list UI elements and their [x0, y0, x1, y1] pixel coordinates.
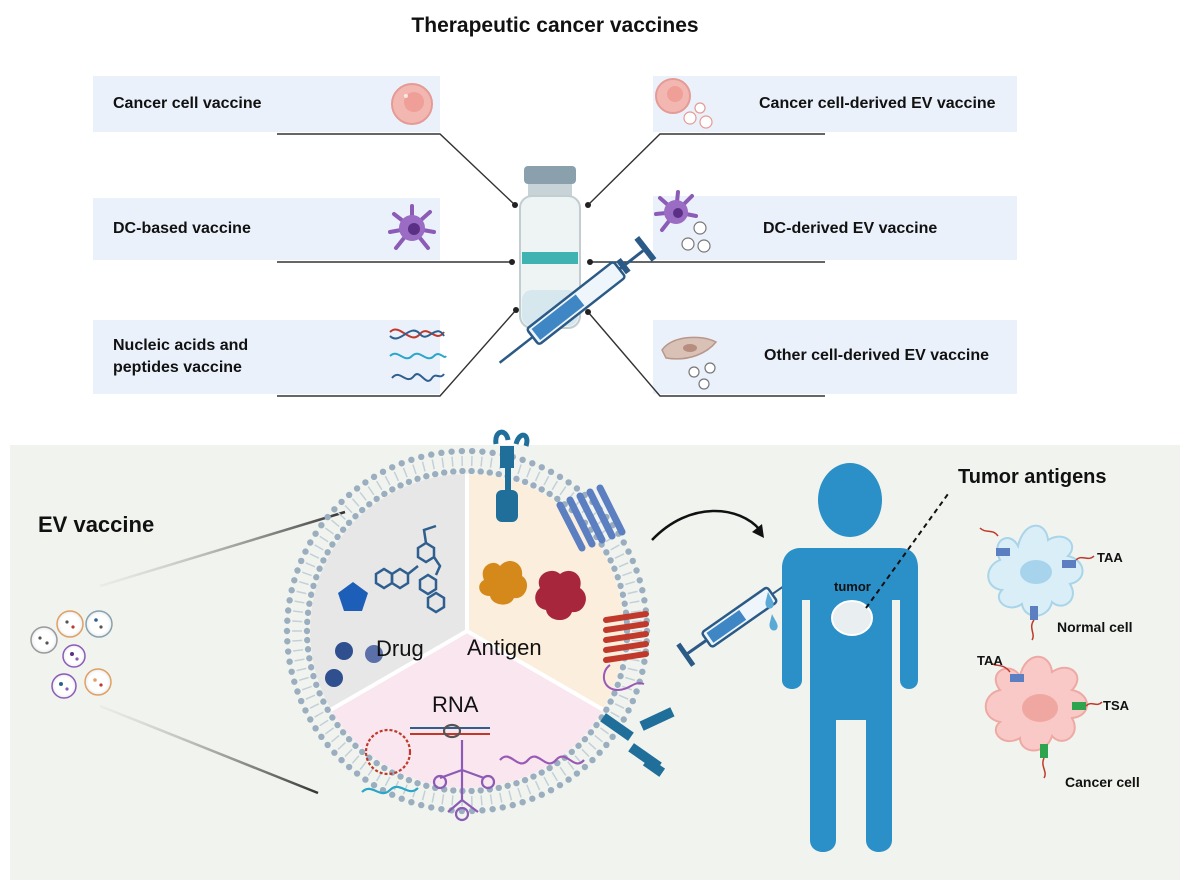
card-label: DC-based vaccine — [113, 220, 251, 237]
card-cancer-cell-vaccine: Cancer cell vaccine — [93, 76, 440, 132]
drug-molecules-icon — [325, 524, 446, 687]
card-label-line2: peptides vaccine — [113, 359, 242, 376]
cancer-cell-icon — [391, 83, 433, 125]
dendritic-cell-ev-icon — [654, 190, 711, 253]
normal-cell-icon — [979, 524, 1095, 641]
ev-vaccine-title: EV vaccine — [38, 512, 155, 537]
human-figure-icon — [782, 463, 918, 852]
vial-and-syringe-icon — [498, 166, 657, 364]
membrane-proteins-icon — [493, 429, 675, 777]
drug-label: Drug — [376, 636, 424, 661]
droplets-icon — [765, 592, 778, 631]
tumor-site — [831, 600, 873, 636]
syringe-icon — [676, 575, 799, 667]
normal-cell-label: Normal cell — [1057, 619, 1132, 635]
card-label-line1: Nucleic acids and — [113, 337, 249, 354]
antigen-proteins-icon — [479, 561, 586, 621]
ev-cluster-icon — [30, 610, 113, 699]
rna-molecules-icon — [361, 723, 585, 822]
card-label: Cancer cell-derived EV vaccine — [759, 95, 996, 112]
top-graphics — [277, 78, 825, 397]
card-label: Other cell-derived EV vaccine — [764, 347, 989, 364]
other-cell-ev-icon — [661, 336, 718, 390]
card-nucleic-acids-vaccine: Nucleic acids and peptides vaccine — [93, 320, 440, 394]
antigen-label: Antigen — [467, 635, 542, 660]
dendritic-cell-icon — [388, 204, 436, 250]
cancer-cell-label: Cancer cell — [1065, 774, 1140, 790]
dna-rna-icon — [389, 328, 447, 382]
dashed-pointer — [865, 493, 949, 609]
card-dc-based-vaccine: DC-based vaccine — [93, 198, 440, 260]
tumor-label: tumor — [834, 579, 871, 594]
connector-lines — [277, 133, 825, 397]
cancer-cell-ev-icon — [655, 78, 713, 129]
card-cancer-cell-derived-ev-vaccine: Cancer cell-derived EV vaccine — [653, 76, 1017, 132]
curved-arrow — [651, 509, 761, 541]
main-title: Therapeutic cancer vaccines — [411, 14, 699, 37]
rna-label: RNA — [432, 692, 479, 717]
card-dc-derived-ev-vaccine: DC-derived EV vaccine — [653, 196, 1017, 260]
cancer-cell-tsa-label: TSA — [1103, 698, 1130, 713]
cancer-cell-target-icon — [984, 655, 1103, 779]
card-label: Cancer cell vaccine — [113, 95, 262, 112]
card-label: DC-derived EV vaccine — [763, 220, 938, 237]
normal-cell-taa-label: TAA — [1097, 550, 1123, 565]
cancer-cell-taa-label: TAA — [977, 653, 1003, 668]
card-other-cell-derived-ev-vaccine: Other cell-derived EV vaccine — [653, 320, 1017, 394]
tumor-antigens-title: Tumor antigens — [958, 466, 1107, 488]
